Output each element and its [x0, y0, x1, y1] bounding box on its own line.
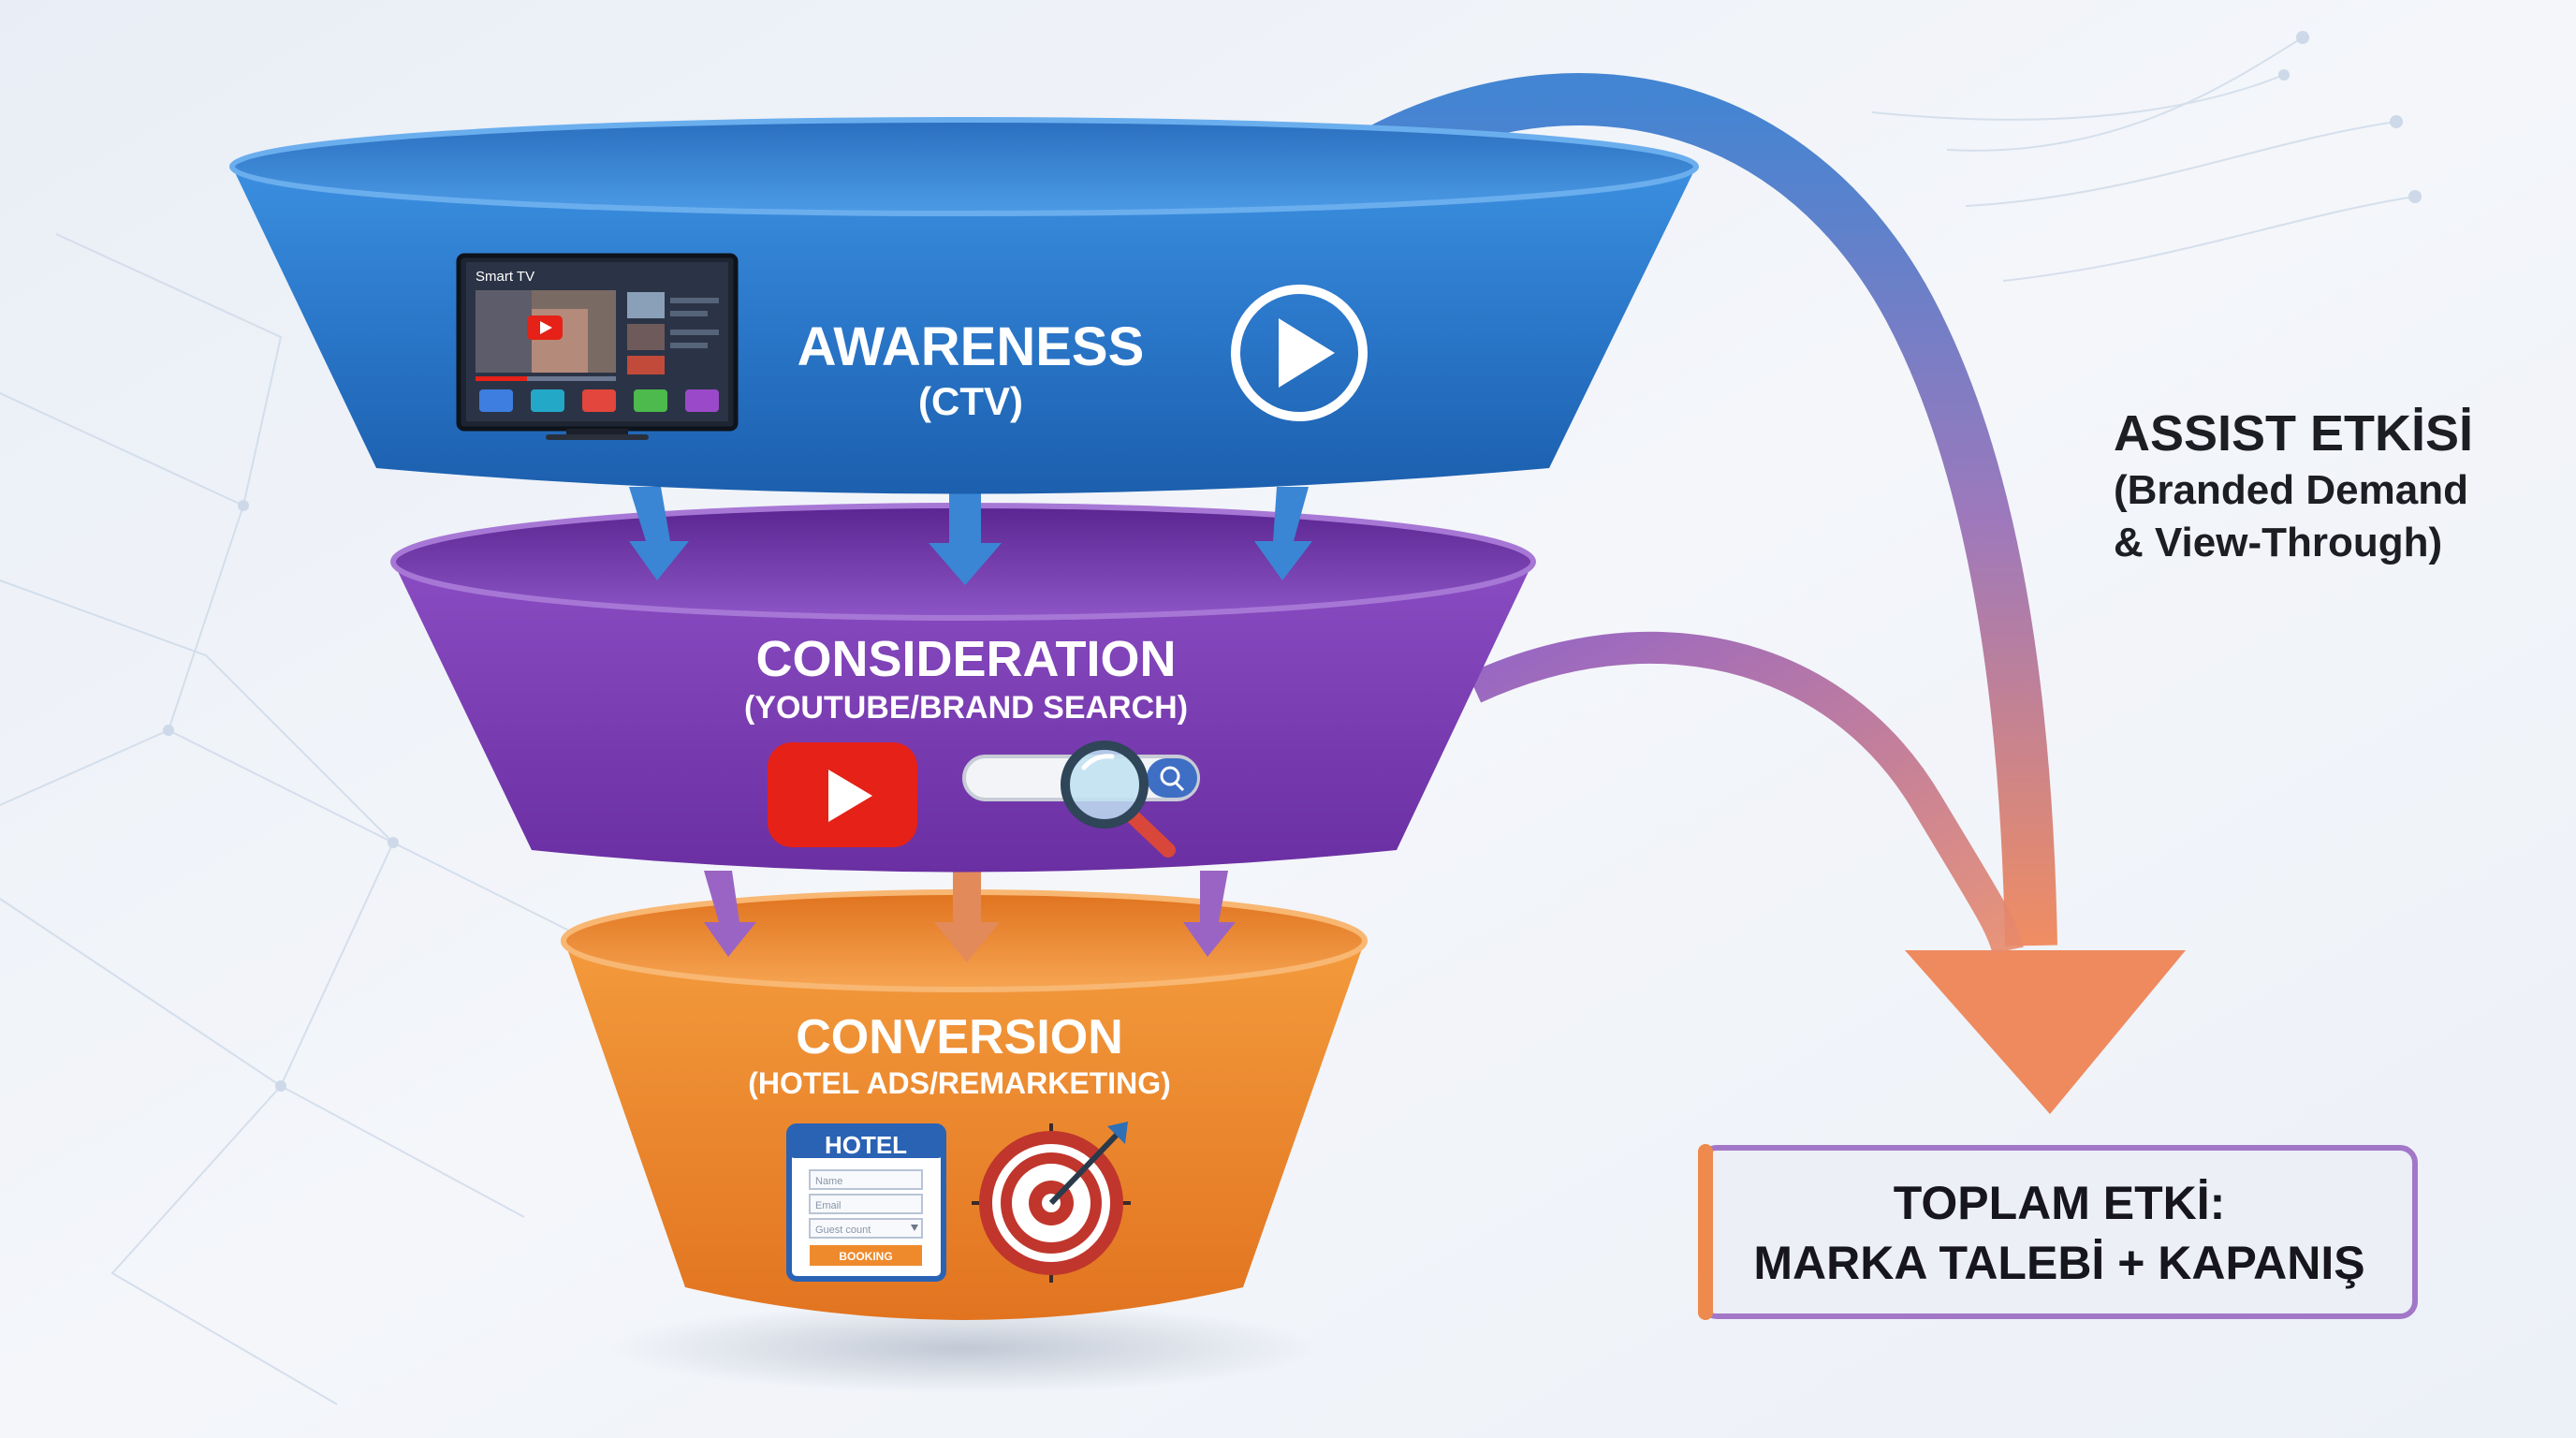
background-network-lines [0, 37, 2416, 1405]
consideration-title: CONSIDERATION [755, 631, 1176, 687]
flow-arrows-awareness-to-consideration [629, 487, 1312, 585]
assist-arrow-small [1467, 631, 2024, 954]
assist-line2: & View-Through) [2114, 520, 2442, 565]
smart-tv-icon: Smart TV [456, 253, 739, 440]
funnel-stage-awareness: AWARENESS (CTV) Smart TV [229, 117, 1699, 494]
assist-line1: (Branded Demand [2114, 467, 2468, 513]
funnel-shadow [608, 1303, 1320, 1393]
funnel-stage-conversion: CONVERSION (HOTEL ADS/REMARKETING) HOTEL… [561, 889, 1368, 1320]
hotel-field-name: Name [815, 1176, 842, 1187]
flow-arrows-consideration-to-conversion [704, 871, 1236, 962]
assist-arrow-large [1304, 73, 2186, 1114]
target-icon [972, 1122, 1131, 1283]
assist-annotation: ASSIST ETKİSİ (Branded Demand & View-Thr… [2114, 405, 2473, 565]
hotel-field-email: Email [815, 1200, 842, 1211]
tv-label: Smart TV [476, 269, 534, 285]
total-effect-box: TOPLAM ETKİ: MARKA TALEBİ + KAPANIŞ [1698, 1144, 2418, 1320]
play-circle-icon [1231, 285, 1368, 421]
conversion-title: CONVERSION [796, 1010, 1123, 1064]
total-line2: MARKA TALEBİ + KAPANIŞ [1753, 1237, 2364, 1289]
awareness-subtitle: (CTV) [918, 379, 1023, 423]
hotel-booking-form-icon: HOTEL Name Email Guest count BOOKING [786, 1123, 946, 1282]
background-nodes [163, 31, 2422, 1092]
total-line1: TOPLAM ETKİ: [1894, 1177, 2226, 1229]
hotel-field-guests: Guest count [815, 1225, 871, 1236]
hotel-booking-button: BOOKING [839, 1250, 892, 1263]
funnel-stage-consideration: CONSIDERATION (YOUTUBE/BRAND SEARCH) [390, 503, 1536, 873]
assist-title: ASSIST ETKİSİ [2114, 405, 2473, 462]
conversion-subtitle: (HOTEL ADS/REMARKETING) [748, 1066, 1171, 1100]
magnifier-icon [1061, 741, 1176, 858]
consideration-subtitle: (YOUTUBE/BRAND SEARCH) [744, 690, 1188, 726]
awareness-title: AWARENESS [798, 316, 1145, 377]
youtube-icon [768, 742, 917, 847]
hotel-card-header: HOTEL [825, 1131, 907, 1159]
